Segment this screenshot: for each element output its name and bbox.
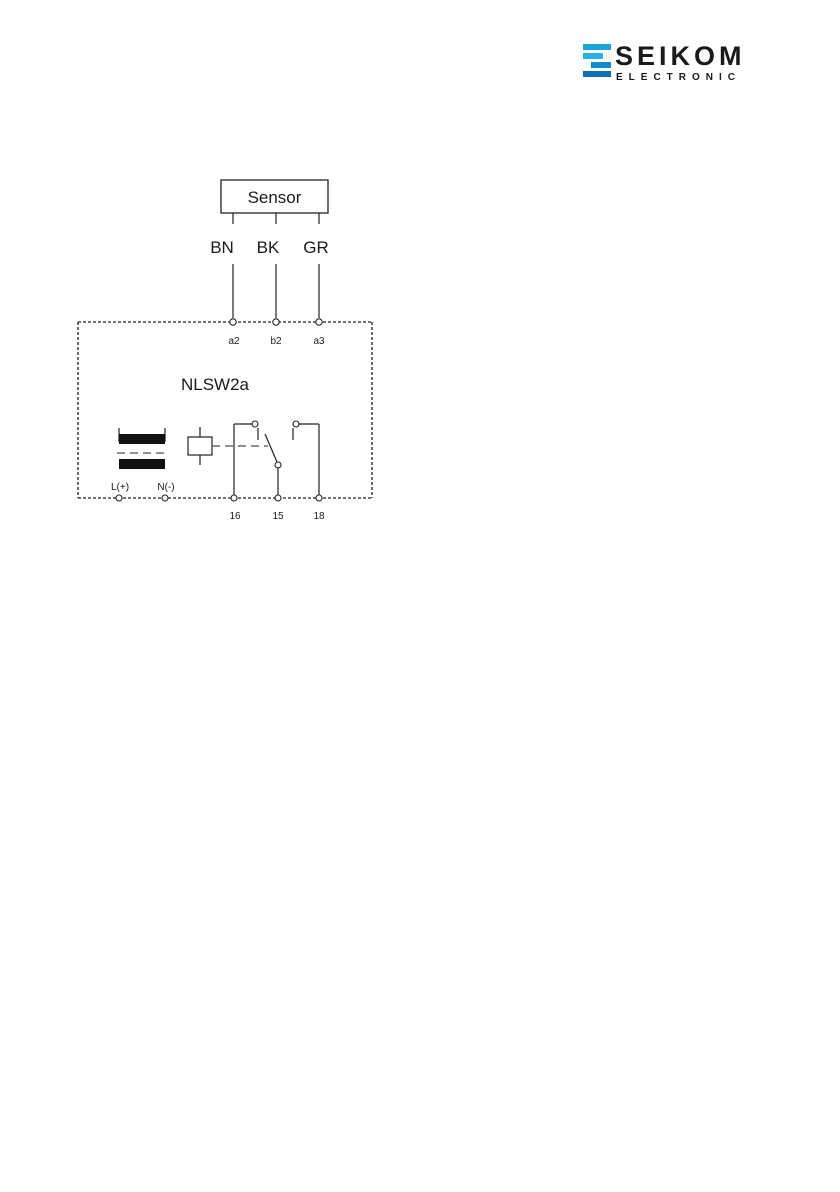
terminal-label-18: 18 [313, 511, 325, 522]
terminal-a2 [230, 319, 236, 325]
transformer-secondary-bar [119, 459, 165, 469]
contact-blade [265, 434, 277, 462]
contact-no [293, 421, 299, 427]
terminal-l [116, 495, 122, 501]
terminal-label-16: 16 [229, 511, 241, 522]
terminal-n [162, 495, 168, 501]
terminal-label-a3: a3 [313, 336, 325, 347]
wire-label-bn: BN [210, 238, 234, 257]
terminal-b2 [273, 319, 279, 325]
transformer-primary-bar [119, 434, 165, 444]
terminal-label-n: N(-) [157, 482, 174, 493]
terminal-16 [231, 495, 237, 501]
sensor-label: Sensor [248, 188, 302, 207]
terminal-15 [275, 495, 281, 501]
relay-coil [188, 437, 212, 455]
terminal-label-l: L(+) [111, 482, 129, 493]
contact-common [275, 462, 281, 468]
terminal-a3 [316, 319, 322, 325]
wire-label-bk: BK [257, 238, 280, 257]
device-name: NLSW2a [181, 375, 250, 394]
terminal-label-b2: b2 [270, 336, 282, 347]
terminal-18 [316, 495, 322, 501]
contact-nc [252, 421, 258, 427]
terminal-label-a2: a2 [228, 336, 240, 347]
wire-label-gr: GR [303, 238, 329, 257]
terminal-label-15: 15 [272, 511, 284, 522]
